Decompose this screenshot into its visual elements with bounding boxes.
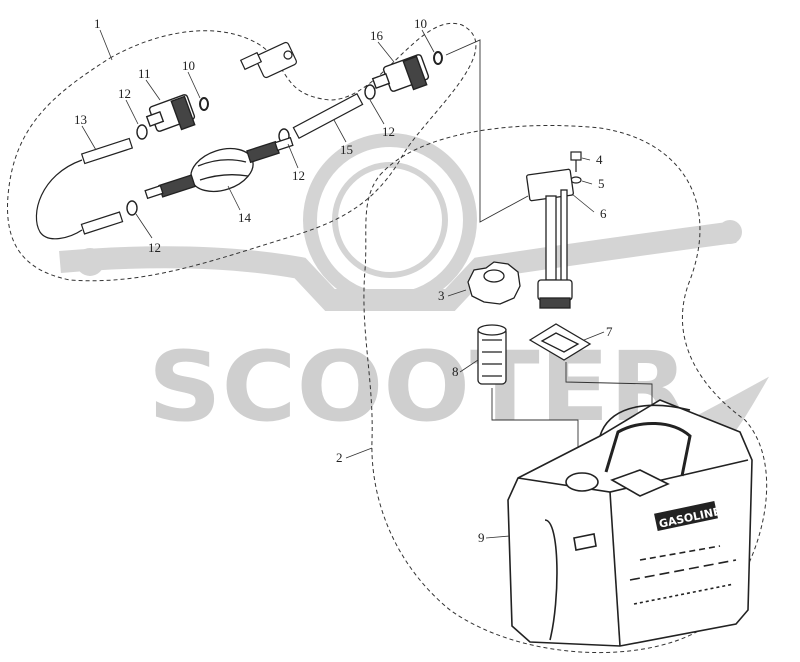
callout-leaders [81, 29, 605, 539]
connector-top-icon [239, 41, 297, 79]
fuel-gauge-icon [526, 168, 574, 309]
callout-label: 1 [94, 16, 101, 31]
connector-11-icon [145, 94, 196, 132]
gasket-icon [528, 323, 592, 361]
tank-label-badge [654, 500, 718, 532]
watermark-text: SCOOTER [148, 331, 688, 443]
hose-13-icon [35, 137, 134, 240]
tank-group-outline [363, 125, 768, 654]
hose-15-icon [292, 92, 364, 140]
o-ring-icon [199, 97, 209, 111]
callout-label: 12 [292, 168, 305, 183]
o-ring-icon [433, 51, 443, 65]
callout-labels: 1 2 3 4 5 6 7 8 9 10 10 11 12 12 12 12 1… [74, 16, 613, 545]
callout-label: 15 [340, 142, 353, 157]
callout-label: 14 [238, 210, 252, 225]
callout-label: 6 [600, 206, 607, 221]
callout-label: 10 [182, 58, 195, 73]
washer-icon [570, 176, 582, 184]
callout-label: 8 [452, 364, 459, 379]
callout-label: 11 [138, 66, 151, 81]
callout-label: 12 [118, 86, 131, 101]
callout-label: 13 [74, 112, 87, 127]
clamp-icon [126, 84, 376, 216]
primer-bulb-icon [144, 136, 294, 200]
fuel-line-group-outline [7, 22, 477, 282]
callout-label: 7 [606, 324, 613, 339]
callout-label: 3 [438, 288, 445, 303]
tank-cap-icon [467, 261, 521, 305]
callout-label: 10 [414, 16, 427, 31]
callout-label: 2 [336, 450, 343, 465]
filter-icon [477, 324, 507, 385]
fuel-tank-icon [507, 399, 753, 647]
callout-label: 12 [148, 240, 161, 255]
callout-label: 12 [382, 124, 395, 139]
callout-label: 4 [596, 152, 603, 167]
callout-label: 5 [598, 176, 605, 191]
screw-icon [570, 151, 582, 172]
connector-16-icon [371, 54, 430, 92]
callout-label: 9 [478, 530, 485, 545]
callout-label: 16 [370, 28, 384, 43]
